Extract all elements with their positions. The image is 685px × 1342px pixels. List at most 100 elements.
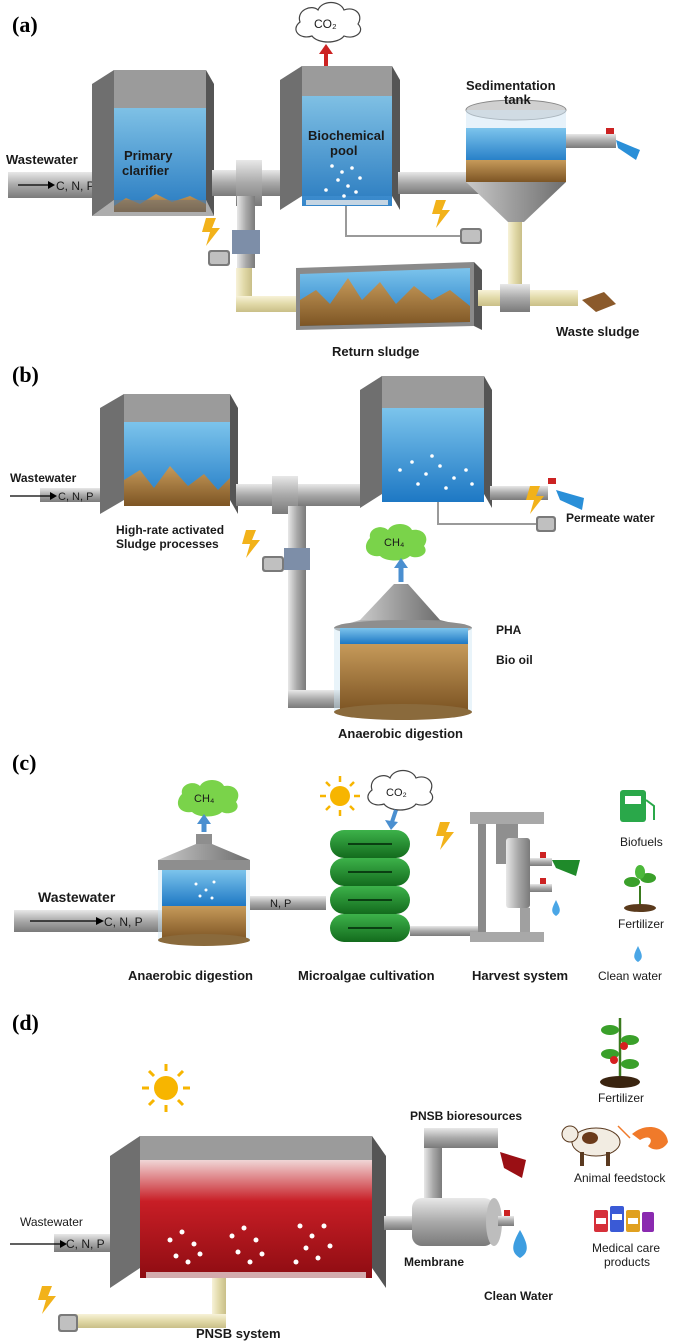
hr-label-2: Sludge processes <box>116 537 219 551</box>
clean-water-label: Clean water <box>598 969 662 983</box>
permeate-label: Permeate water <box>566 511 655 525</box>
sun-icon <box>142 1064 190 1112</box>
return-pipe-cream-h <box>236 296 306 312</box>
ch4-arrowhead <box>197 814 211 824</box>
biochemical-pool: Biochemical pool <box>280 66 400 210</box>
cloud-icon: CO₂ <box>367 769 434 811</box>
lightning-icon <box>242 530 260 558</box>
hr-label-1: High-rate activated <box>116 523 224 537</box>
return-pipe-cream <box>236 268 252 304</box>
cnp-label: C, N, P <box>104 915 143 929</box>
sed-label-2: tank <box>504 92 532 107</box>
lightning-icon <box>202 218 220 246</box>
fuel-pump-icon <box>620 790 655 822</box>
cream-pipe-horizontal <box>72 1314 226 1328</box>
high-rate-tank <box>100 394 238 514</box>
connector-pipe <box>236 484 362 506</box>
return-sludge-basin <box>296 262 482 330</box>
aeration-tank <box>360 376 492 508</box>
primary-label-2: clarifier <box>122 163 169 178</box>
cnp-label: C, N, P <box>58 491 93 503</box>
ch4-arrowhead <box>394 558 408 568</box>
co2-arrowhead <box>319 44 333 54</box>
anaerobic-label: Anaerobic digestion <box>128 968 253 983</box>
water-drop-icon <box>513 1230 527 1258</box>
panel-a-tag: (a) <box>12 12 38 37</box>
sedimentation-tank: Sedimentation tank <box>465 78 567 284</box>
biooil-label: Bio oil <box>496 653 533 667</box>
medical-label-2: products <box>604 1255 650 1269</box>
co2-label: CO₂ <box>386 787 407 799</box>
cnp-label: C, N, P <box>56 179 95 193</box>
water-drop-icon <box>634 946 642 962</box>
pump-icon <box>460 228 482 244</box>
connector-pipe <box>250 896 326 910</box>
microalgae-photobioreactor <box>330 830 410 942</box>
cloud-icon: CO₂ <box>295 1 362 43</box>
cow-icon <box>561 1125 621 1166</box>
anaerobic-label: Anaerobic digestion <box>338 726 463 741</box>
bio-label-1: Biochemical <box>308 128 385 143</box>
cream-pipe-vertical <box>212 1278 226 1318</box>
anaerobic-digester <box>158 834 250 946</box>
air-line <box>437 502 540 525</box>
flow-arrowhead <box>48 181 55 189</box>
microalgae-label: Microalgae cultivation <box>298 968 435 983</box>
pnsb-bio-label: PNSB bioresources <box>410 1109 522 1123</box>
sed-label-1: Sedimentation <box>466 78 556 93</box>
fertilizer-label: Fertilizer <box>598 1091 644 1105</box>
flow-arrowhead <box>60 1240 67 1248</box>
co2-arrowhead <box>385 820 398 830</box>
bio-label-2: pool <box>330 143 357 158</box>
plant-icon <box>624 865 656 912</box>
wastewater-label: Wastewater <box>10 471 77 485</box>
air-bubbles <box>324 164 362 198</box>
valve <box>284 548 310 570</box>
lightning-icon <box>526 486 544 514</box>
clean-water-label: Clean Water <box>484 1289 553 1303</box>
panel-c: (c) C, N, P Wastewater CH₄ N, P <box>12 750 664 983</box>
waste-sludge-label: Waste sludge <box>556 324 639 339</box>
pnsb-reactor <box>110 1136 386 1288</box>
panel-c-tag: (c) <box>12 750 36 775</box>
co2-label: CO₂ <box>314 17 337 31</box>
membrane-label: Membrane <box>404 1255 464 1269</box>
ch4-cloud: CH₄ <box>177 780 239 817</box>
panel-d: (d) Fertilizer <box>10 1010 668 1341</box>
valve-tap-icon <box>504 1210 510 1216</box>
ch4-cloud: CH₄ <box>365 524 427 561</box>
pnsb-system-label: PNSB system <box>196 1326 281 1341</box>
inlet-pipe <box>40 488 110 502</box>
primary-label-1: Primary <box>124 148 173 163</box>
air-line <box>345 206 462 237</box>
connector-pipe <box>410 926 480 936</box>
np-label: N, P <box>270 898 291 910</box>
panel-a: (a) C, N, P Wastewater Primary clarifier <box>6 1 640 359</box>
membrane-unit <box>412 1128 502 1246</box>
down-pipe <box>288 506 306 706</box>
cnp-label: C, N, P <box>66 1237 105 1251</box>
valve-tap-icon <box>548 478 584 510</box>
pipe-to-sed <box>398 172 480 194</box>
pnsb-bioresource-output <box>500 1152 526 1178</box>
flow-arrowhead <box>50 492 57 500</box>
panel-d-tag: (d) <box>12 1010 39 1035</box>
ch4-label: CH₄ <box>384 537 405 549</box>
ch4-label: CH₄ <box>194 793 215 805</box>
fertilizer-label: Fertilizer <box>618 917 664 931</box>
medical-label-1: Medical care <box>592 1241 660 1255</box>
valve-tap-icon <box>530 852 580 876</box>
harvest-label: Harvest system <box>472 968 568 983</box>
pump-icon <box>262 556 284 572</box>
medicine-bottles-icon <box>594 1206 654 1232</box>
connector-pipe <box>384 1216 412 1230</box>
pha-label: PHA <box>496 623 522 637</box>
wastewater-label: Wastewater <box>6 152 78 167</box>
return-sludge-label: Return sludge <box>332 344 419 359</box>
flow-arrowhead <box>96 917 104 925</box>
valve-tap-icon <box>606 128 640 160</box>
wastewater-label: Wastewater <box>20 1215 83 1229</box>
outlet-pipe <box>566 134 616 148</box>
wastewater-label: Wastewater <box>38 889 116 905</box>
